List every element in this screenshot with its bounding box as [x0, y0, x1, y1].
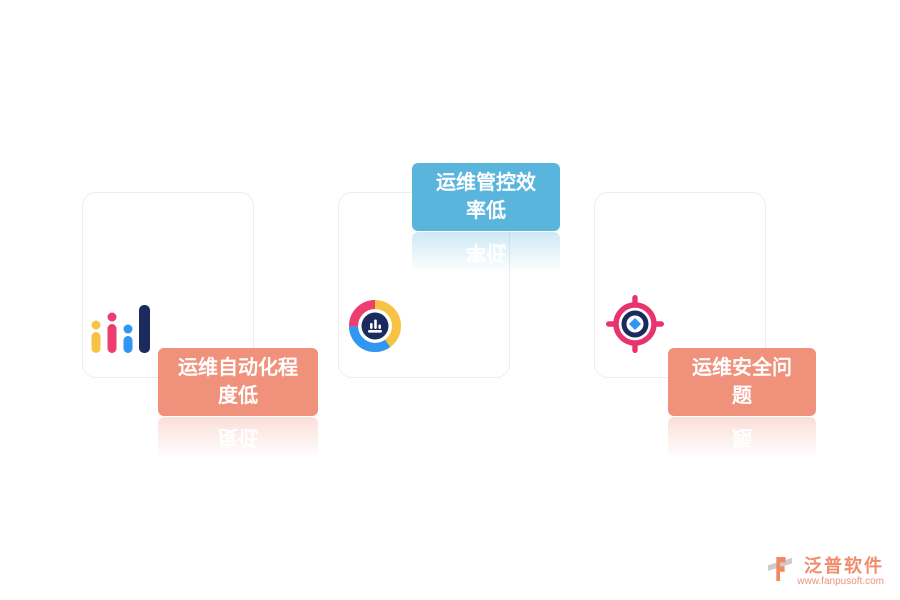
label-text: 运维安全问 题 — [668, 348, 816, 416]
fanpu-logo: 泛普软件 www.fanpusoft.com — [768, 555, 884, 588]
label-automation-low: 运维自动化程 度低 运维自动化程 度低 — [158, 348, 318, 485]
label-text: 运维自动化程 度低 — [158, 348, 318, 416]
donut-chart-icon — [346, 297, 404, 360]
label-text: 运维管控效 率低 — [412, 163, 560, 231]
label-reflection: 运维自动化程 度低 — [158, 417, 318, 485]
target-icon — [606, 295, 664, 358]
label-control-efficiency: 运维管控效 率低 运维管控效 率低 — [412, 163, 560, 300]
label-security-issue: 运维安全问 题 运维安全问 题 — [668, 348, 816, 485]
card-automation — [82, 192, 254, 378]
fanpu-url: www.fanpusoft.com — [797, 576, 884, 587]
bar-chart-icon — [89, 299, 155, 358]
fanpu-brand-name: 泛普软件 — [804, 556, 884, 576]
label-reflection: 运维管控效 率低 — [412, 232, 560, 300]
card-security — [594, 192, 766, 378]
label-reflection: 运维安全问 题 — [668, 417, 816, 485]
fanpu-logo-icon — [768, 555, 793, 588]
fanpu-logo-texts: 泛普软件 www.fanpusoft.com — [797, 556, 884, 588]
